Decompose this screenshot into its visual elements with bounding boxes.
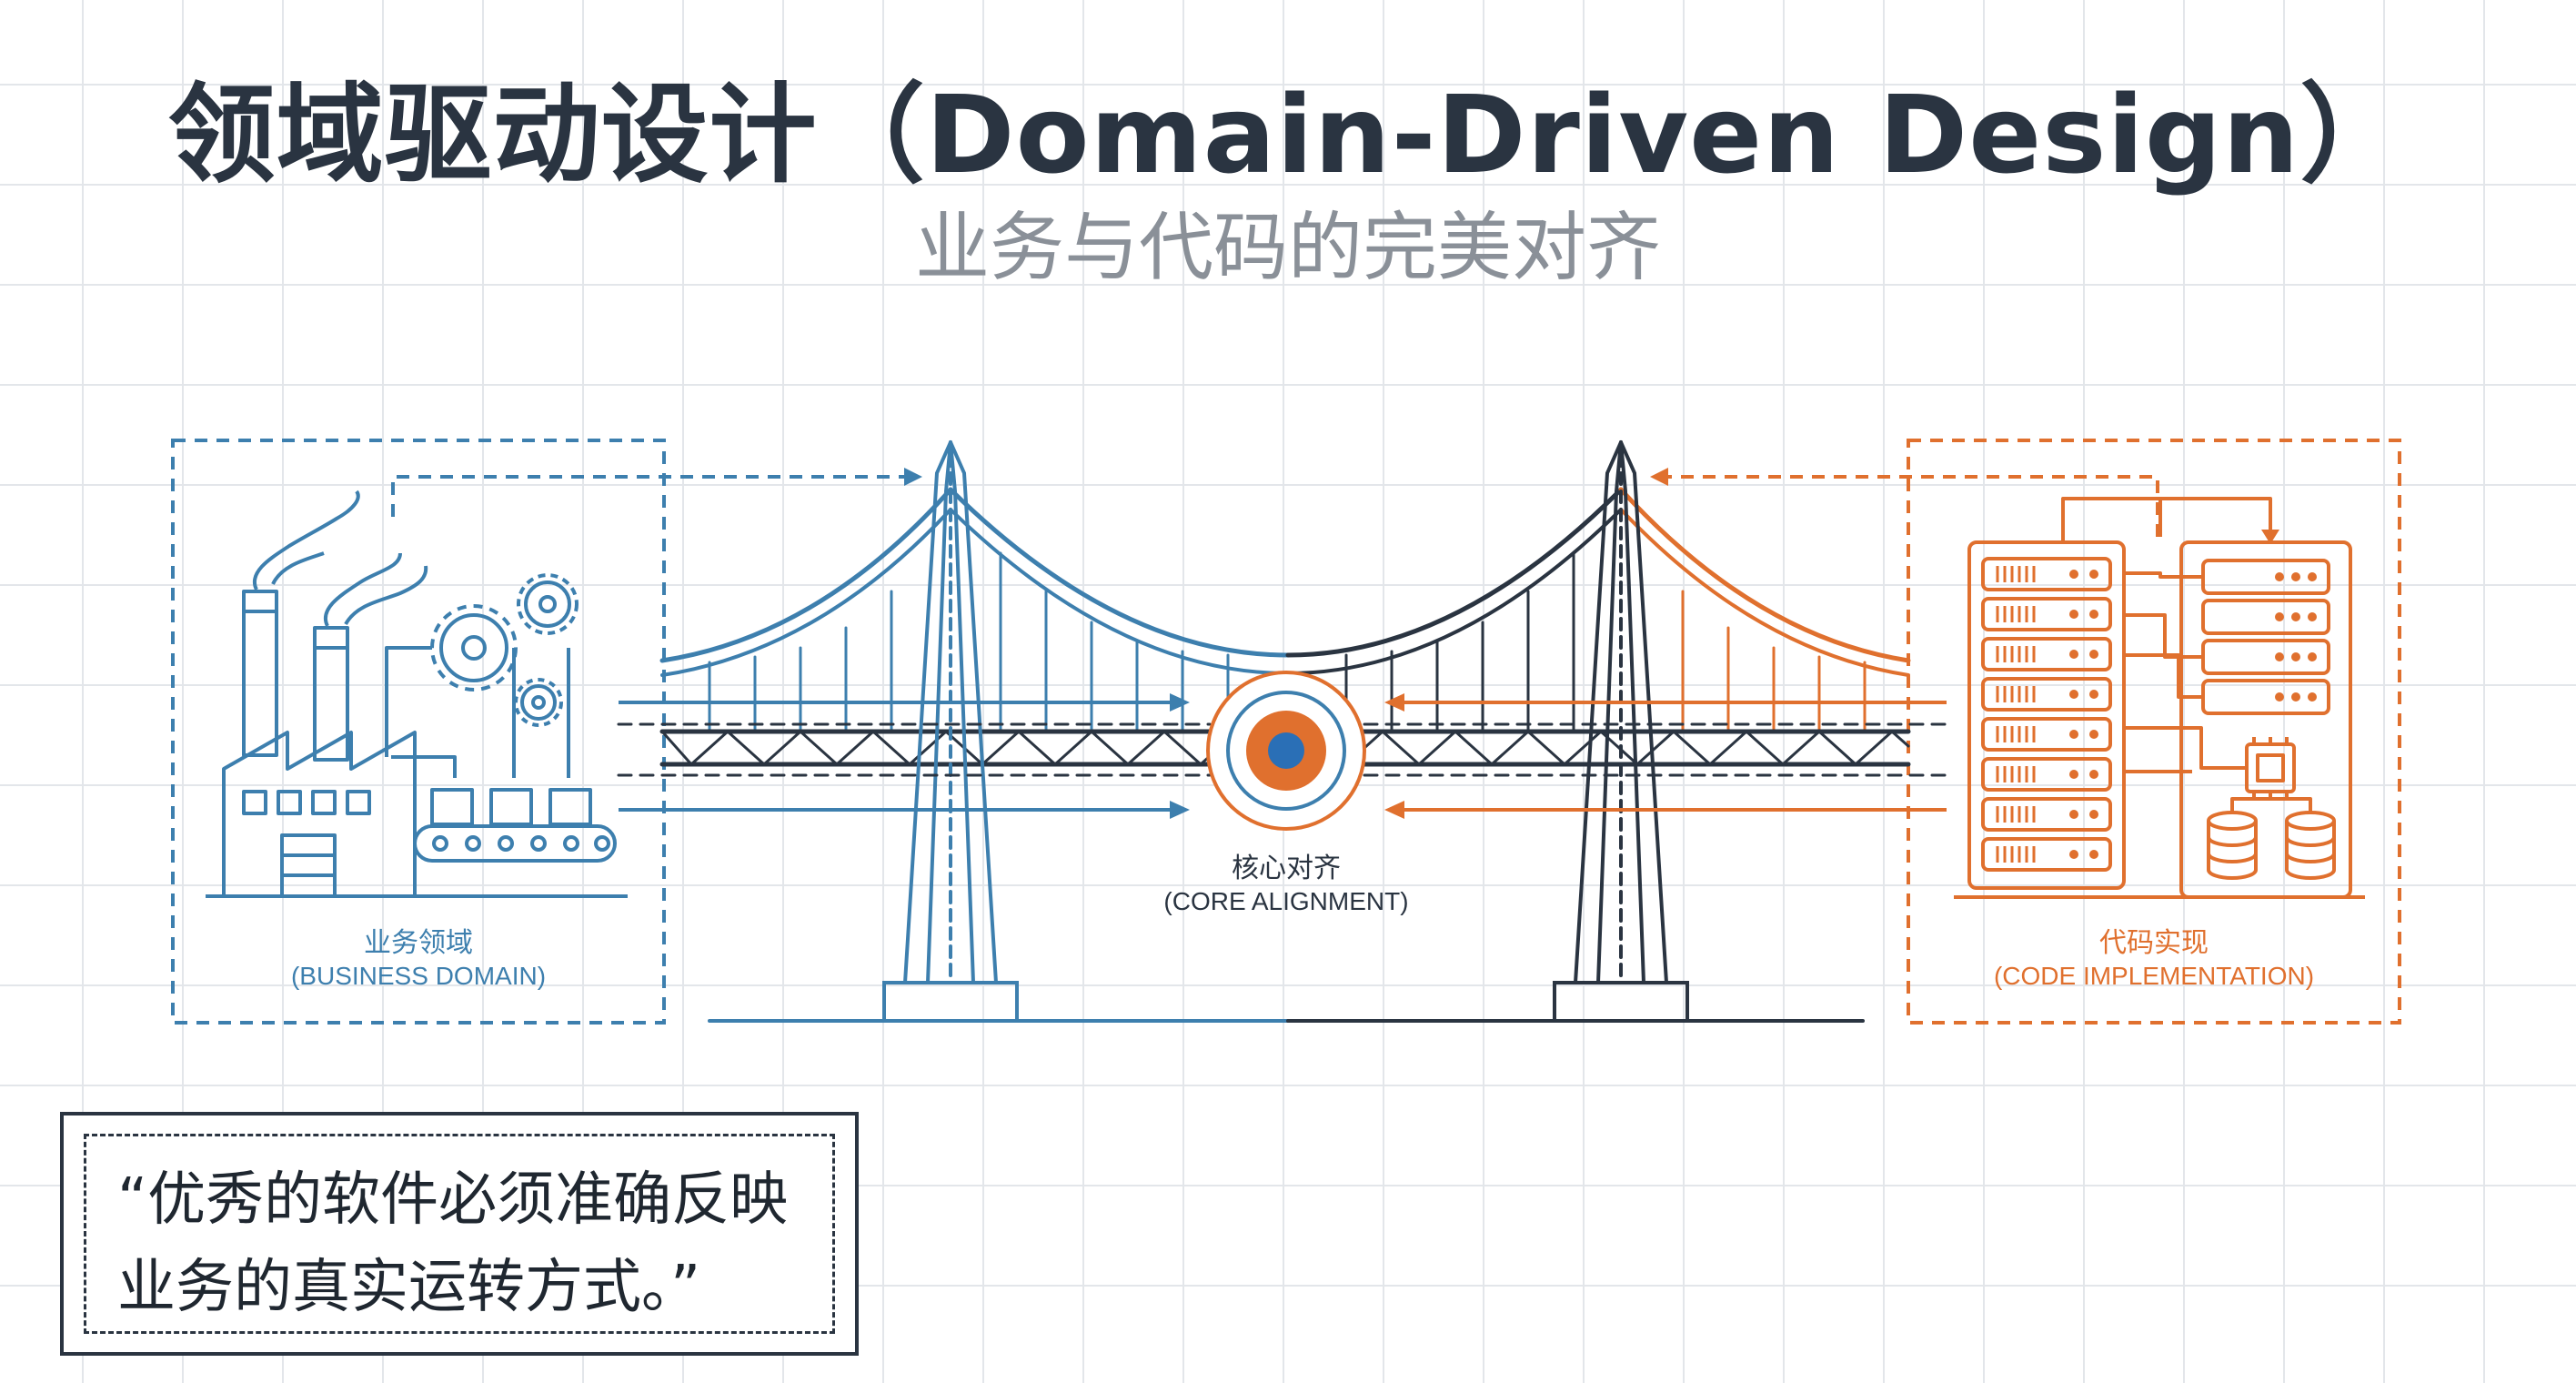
factory-icon	[206, 490, 628, 898]
business-domain-label-zh: 业务领域	[364, 927, 473, 959]
code-implementation-label-en: (CODE IMPLEMENTATION)	[1994, 962, 2314, 990]
flow-arrows	[619, 693, 1947, 819]
quote-dashed-frame: “优秀的软件必须准确反映 业务的真实运转方式。”	[84, 1134, 835, 1334]
business-dashed-arrowhead	[904, 468, 922, 486]
page-title: 领域驱动设计（Domain-Driven Design）	[167, 72, 2409, 197]
business-dashed-flow-arrow	[391, 475, 914, 517]
business-domain-label-en: (BUSINESS DOMAIN)	[291, 962, 546, 990]
core-alignment-label-zh: 核心对齐	[1232, 853, 1341, 884]
core-alignment-target-icon	[1206, 671, 1366, 831]
business-domain-dashed-frame	[171, 439, 666, 1025]
quote-line-2: 业务的真实运转方式。”	[117, 1254, 701, 1321]
code-dashed-arrowhead	[1650, 468, 1668, 486]
server-unit-leds	[2069, 570, 2317, 859]
server-rack-icon	[1954, 497, 2365, 899]
quote-box: “优秀的软件必须准确反映 业务的真实运转方式。”	[60, 1112, 859, 1356]
server-connector-arrowhead	[2261, 530, 2279, 544]
core-alignment-label-en: (CORE ALIGNMENT)	[1163, 887, 1408, 915]
page-subtitle: 业务与代码的完美对齐	[914, 205, 1661, 291]
server-units	[1981, 557, 2112, 872]
quote-line-1: “优秀的软件必须准确反映	[117, 1166, 789, 1234]
code-implementation-label-zh: 代码实现	[2099, 927, 2209, 959]
server-unit-vents	[1996, 566, 2036, 863]
